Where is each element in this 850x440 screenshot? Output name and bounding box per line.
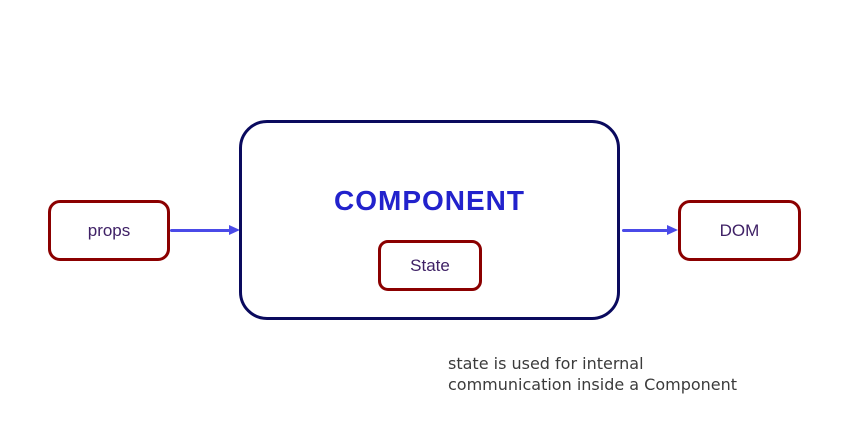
node-dom: DOM: [678, 200, 801, 261]
arrow-shaft: [622, 229, 668, 232]
arrow-shaft: [170, 229, 230, 232]
node-props: props: [48, 200, 170, 261]
arrowhead-right-icon: [229, 225, 240, 235]
arrow-component-to-dom: [622, 225, 678, 240]
node-dom-label: DOM: [719, 220, 760, 240]
arrowhead-right-icon: [667, 225, 678, 235]
arrow-props-to-component: [170, 225, 240, 240]
diagram-caption: state is used for internal communication…: [448, 354, 738, 394]
node-component: COMPONENT State: [239, 120, 620, 320]
node-component-label: COMPONENT: [334, 185, 525, 216]
node-state-label: State: [410, 255, 450, 275]
node-props-label: props: [87, 220, 131, 240]
node-state: State: [378, 240, 482, 291]
